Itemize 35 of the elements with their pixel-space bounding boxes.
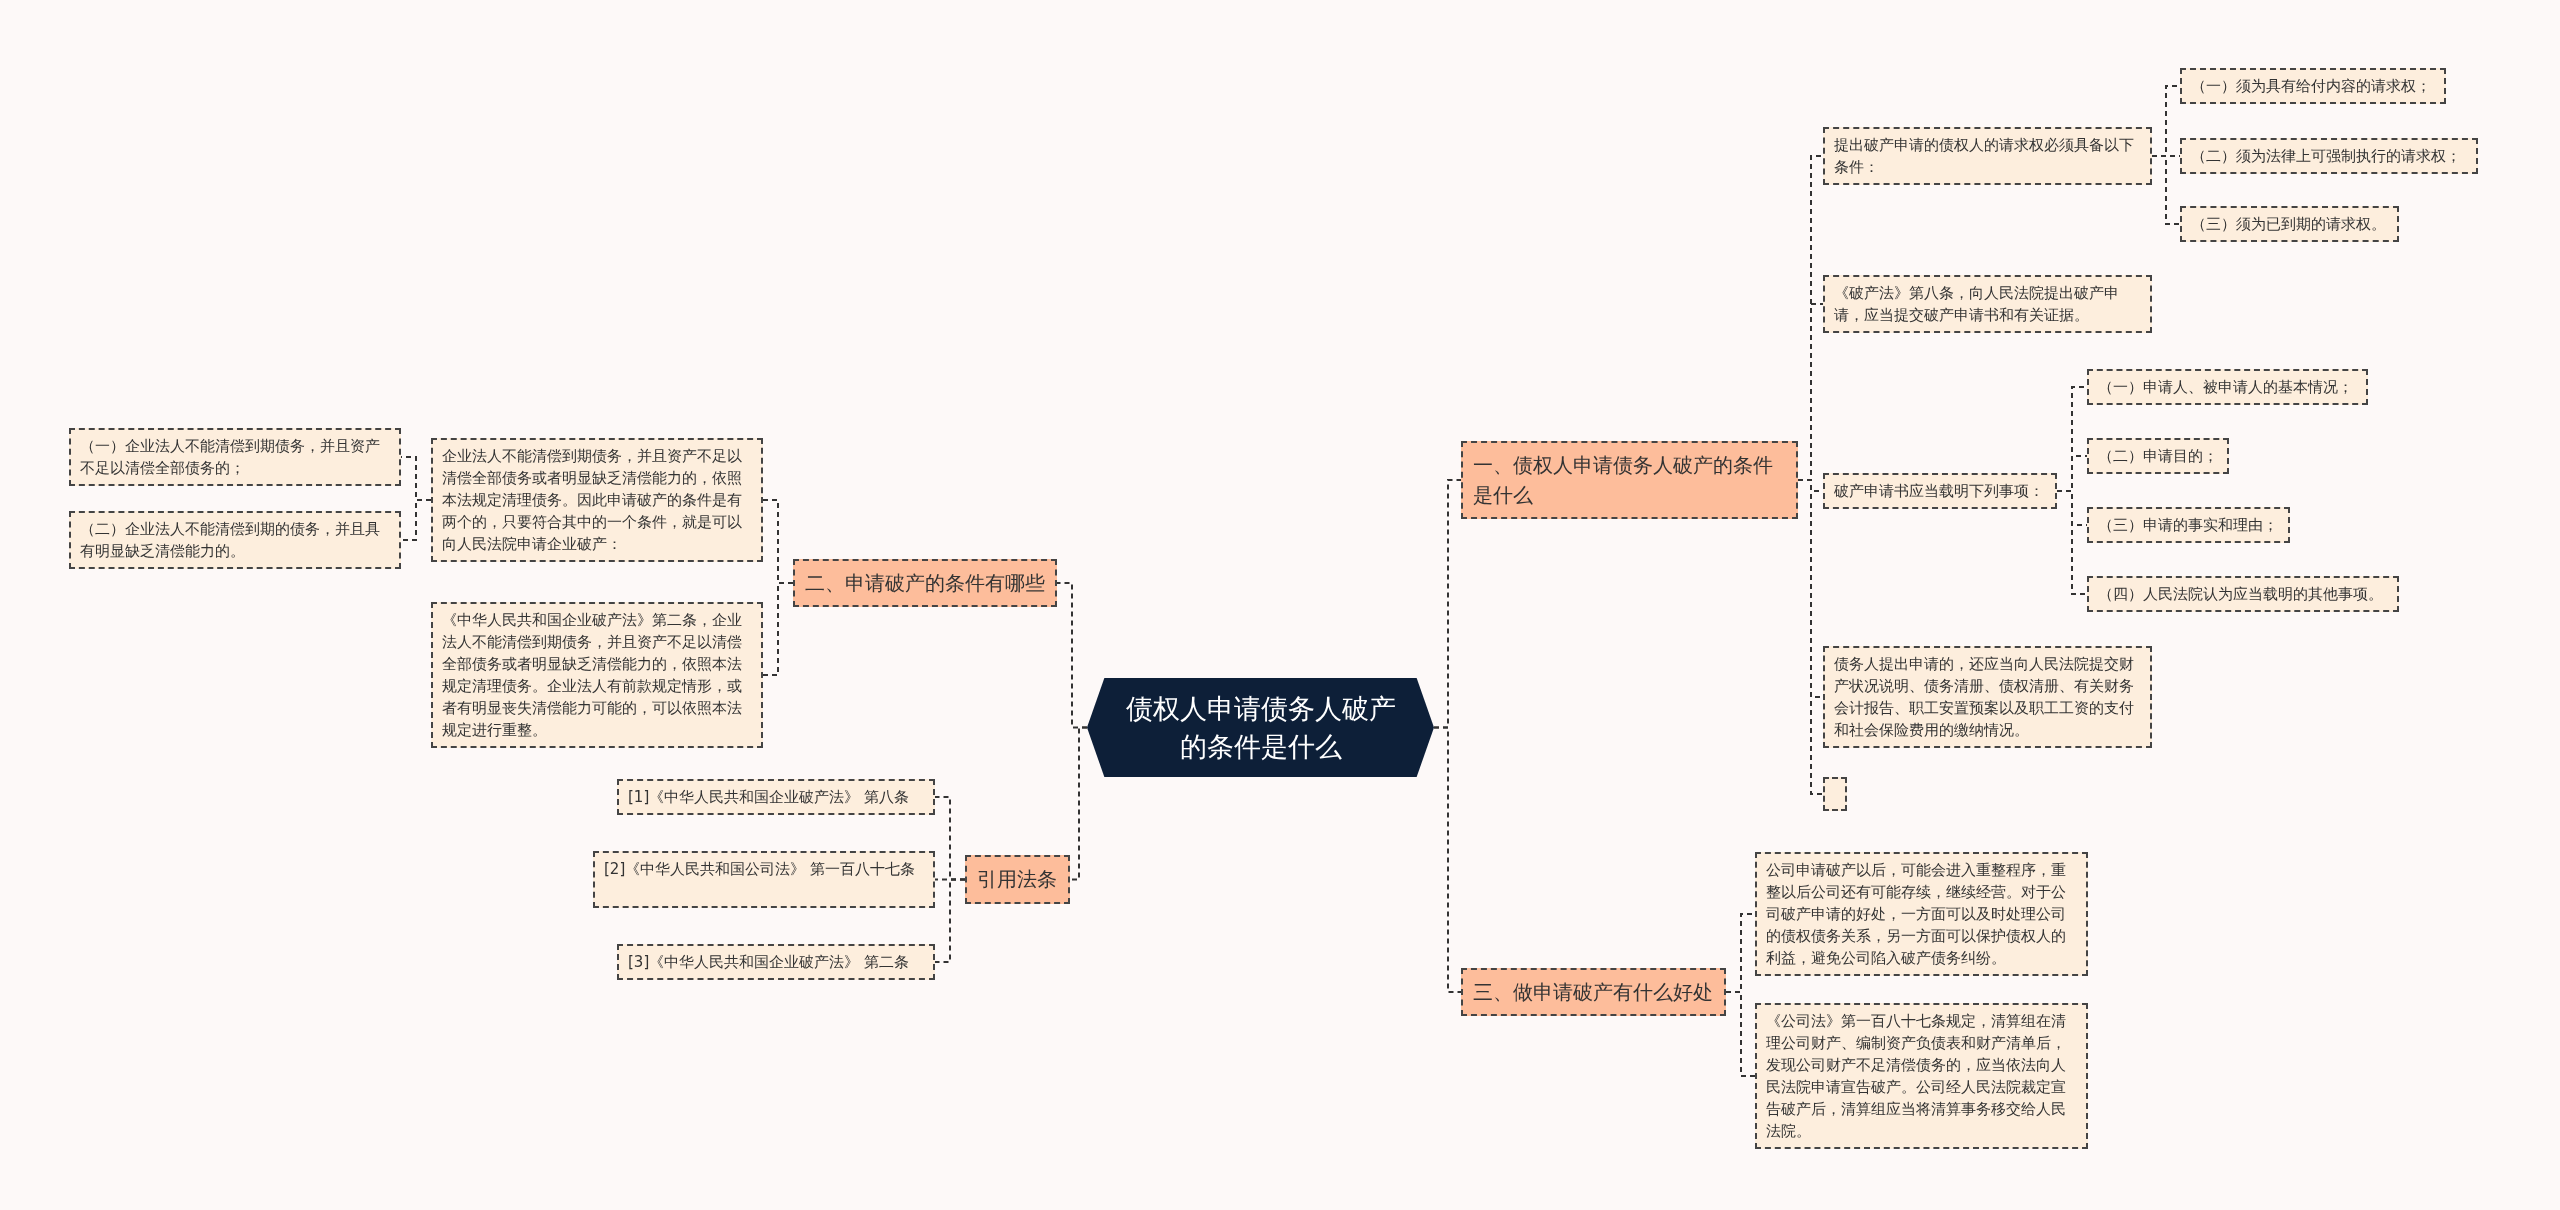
connector-line xyxy=(934,878,966,963)
note-box: （二）企业法人不能清偿到期的债务，并且具有明显缺乏清偿能力的。 xyxy=(69,511,401,569)
connector-line xyxy=(2056,490,2088,595)
note-box: 公司申请破产以后，可能会进入重整程序，重整以后公司还有可能存续，继续经营。对于公司破产申请的好处，一方面可以及时处理公司的债权债务关系，另一方面可以保护债权人的利益，避免公司陷入破产债务纠纷。 xyxy=(1755,852,2088,976)
note-box: （三）申请的事实和理由； xyxy=(2087,507,2290,543)
note-box: 《中华人民共和国企业破产法》第二条，企业法人不能清偿到期债务，并且资产不足以清偿全部债务或者明显缺乏清偿能力的，依照本法规定清理债务。企业法人有前款规定情形，或者有明显丧失清偿能力可能的，可以依照本法规定进行重整。 xyxy=(431,602,763,748)
note-box: （四）人民法院认为应当载明的其他事项。 xyxy=(2087,576,2399,612)
connector-line xyxy=(1069,726,1088,881)
note-box: [1]《中华人民共和国企业破产法》 第八条 xyxy=(617,779,935,815)
note-box: （一）须为具有给付内容的请求权； xyxy=(2180,68,2446,104)
central-topic: 债权人申请债务人破产的条件是什么 xyxy=(1087,678,1434,777)
note-box: （二）须为法律上可强制执行的请求权； xyxy=(2180,138,2478,174)
connector-line xyxy=(1725,991,1756,1077)
connector-line xyxy=(1797,479,1824,795)
note-box: 《破产法》第八条，向人民法院提出破产申请，应当提交破产申请书和有关证据。 xyxy=(1823,275,2152,333)
note-box: （一）企业法人不能清偿到期债务，并且资产不足以清偿全部债务的； xyxy=(69,428,401,486)
topic-box: 三、做申请破产有什么好处 xyxy=(1461,968,1726,1016)
note-box: 提出破产申请的债权人的请求权必须具备以下条件： xyxy=(1823,127,2152,185)
note-box: 债务人提出申请的，还应当向人民法院提交财产状况说明、债务清册、债权清册、有关财务会计报告、职工安置预案以及职工工资的支付和社会保险费用的缴纳情况。 xyxy=(1823,646,2152,748)
note-box: （一）申请人、被申请人的基本情况； xyxy=(2087,369,2368,405)
note-box: 《公司法》第一百八十七条规定，清算组在清理公司财产、编制资产负债表和财产清单后，发现公司财产不足清偿债务的，应当依法向人民法院申请宣告破产。公司经人民法院裁定宣告破产后，清算组应当将清算事务移交给人民法院。 xyxy=(1755,1003,2088,1149)
connector-line xyxy=(400,499,432,541)
note-box: [3]《中华人民共和国企业破产法》 第二条 xyxy=(617,944,935,980)
note-box: （二）申请目的； xyxy=(2087,438,2229,474)
connector-line xyxy=(2151,155,2181,225)
connector-line xyxy=(1433,726,1462,993)
topic-box: 引用法条 xyxy=(965,855,1070,904)
topic-box: 一、债权人申请债务人破产的条件是什么 xyxy=(1461,441,1798,519)
note-box: [2]《中华人民共和国公司法》 第一百八十七条 xyxy=(593,851,935,908)
note-box: （三）须为已到期的请求权。 xyxy=(2180,206,2399,242)
topic-box: 二、申请破产的条件有哪些 xyxy=(793,559,1057,607)
connector-line xyxy=(762,582,794,676)
note-box: 破产申请书应当载明下列事项： xyxy=(1823,473,2057,509)
note-box: 企业法人不能清偿到期债务，并且资产不足以清偿全部债务或者明显缺乏清偿能力的，依照本法规定清理债务。因此申请破产的条件是有两个的，只要符合其中的一个条件，就是可以向人民法院申请企业破产： xyxy=(431,438,763,562)
empty-box xyxy=(1823,777,1847,811)
